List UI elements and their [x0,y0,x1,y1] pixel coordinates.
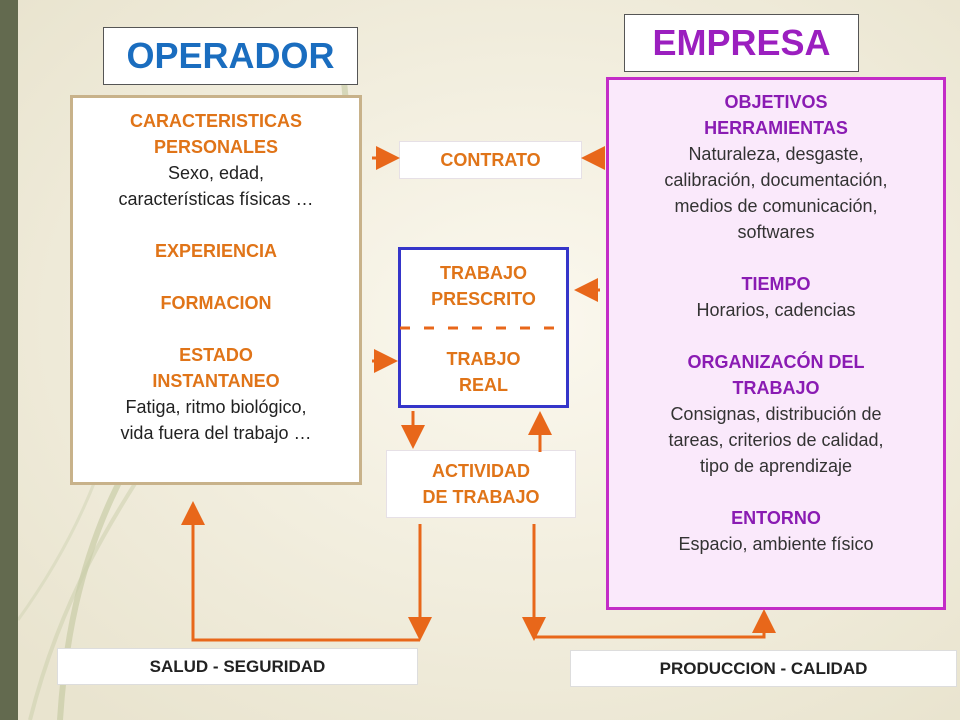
connector-salud-to-operador [181,501,420,642]
trabajo-real-line-1: TRABJO [446,349,521,369]
operador-title: OPERADOR [103,27,358,85]
contrato-box: CONTRATO [399,141,582,179]
organizacion-body-2: tareas, criterios de calidad, [668,430,884,450]
caracteristicas-body-1: Sexo, edad, [167,163,265,183]
herramientas-body-2: calibración, documentación, [664,170,888,190]
trabajo-prescrito-label: TRABAJO PRESCRITO [401,260,566,312]
caracteristicas-body-2: características físicas … [118,189,314,209]
estado-heading-1: ESTADO [179,345,253,365]
actividad-line-2: DE TRABAJO [422,487,540,507]
empresa-title: EMPRESA [624,14,859,72]
left-accent-band [0,0,18,720]
herramientas-body-3: medios de comunicación, [674,196,878,216]
salud-seguridad-box: SALUD - SEGURIDAD [57,648,418,685]
entorno-heading: ENTORNO [731,508,821,528]
herramientas-heading: HERRAMIENTAS [704,118,848,138]
estado-body-1: Fatiga, ritmo biológico, [125,397,307,417]
tiempo-body: Horarios, cadencias [696,300,856,320]
estado-body-2: vida fuera del trabajo … [120,423,312,443]
organizacion-body-1: Consignas, distribución de [670,404,882,424]
organizacion-heading-1: ORGANIZACÓN DEL [687,352,865,372]
organizacion-body-3: tipo de aprendizaje [699,456,853,476]
experiencia-heading: EXPERIENCIA [154,241,278,261]
entorno-body: Espacio, ambiente físico [678,534,874,554]
trabajo-real-label: TRABJO REAL [401,346,566,398]
caracteristicas-heading-2: PERSONALES [153,137,279,157]
estado-heading-2: INSTANTANEO [152,371,280,391]
tiempo-heading: TIEMPO [741,274,811,294]
operador-panel: CARACTERISTICAS PERSONALES Sexo, edad, c… [70,95,362,485]
caracteristicas-heading-1: CARACTERISTICAS [129,111,302,131]
objetivos-heading: OBJETIVOS [724,92,828,112]
formacion-heading: FORMACION [160,293,272,313]
connector-produccion-to-empresa [534,609,776,639]
herramientas-body-4: softwares [737,222,815,242]
empresa-panel: OBJETIVOS HERRAMIENTAS Naturaleza, desga… [606,77,946,610]
actividad-line-1: ACTIVIDAD [432,461,530,481]
actividad-box: ACTIVIDAD DE TRABAJO [386,450,576,518]
trabajo-prescrito-line-2: PRESCRITO [431,289,536,309]
trabajo-prescrito-line-1: TRABAJO [439,263,527,283]
organizacion-heading-2: TRABAJO [732,378,820,398]
produccion-calidad-box: PRODUCCION - CALIDAD [570,650,957,687]
herramientas-body-1: Naturaleza, desgaste, [688,144,864,164]
trabajo-real-line-2: REAL [459,375,508,395]
